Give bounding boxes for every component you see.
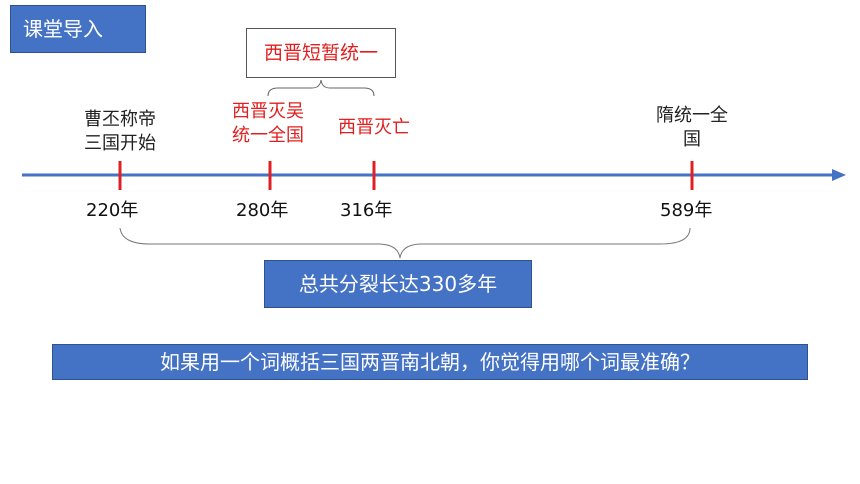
year-280: 280年	[236, 200, 289, 221]
event-589-line2: 国	[683, 129, 701, 150]
discussion-question: 如果用一个词概括三国两晋南北朝，你觉得用哪个词最准确？	[52, 344, 808, 380]
event-280-line1: 西晋灭吴	[232, 101, 304, 122]
division-duration-box: 总共分裂长达330多年	[264, 260, 532, 308]
year-316: 316年	[340, 200, 393, 221]
timeline-arrowhead	[832, 169, 846, 181]
event-316-line1: 西晋灭亡	[338, 117, 410, 138]
year-589: 589年	[660, 200, 713, 221]
event-280-line2: 统一全国	[232, 125, 304, 146]
bottom-brace	[119, 227, 691, 259]
event-316: 西晋灭亡	[324, 116, 424, 140]
unification-label: 西晋短暂统一	[246, 28, 396, 78]
event-220-line1: 曹丕称帝	[84, 109, 156, 130]
event-220-line2: 三国开始	[84, 133, 156, 154]
event-589-line1: 隋统一全	[656, 105, 728, 126]
section-title: 课堂导入	[10, 5, 146, 53]
event-280: 西晋灭吴 统一全国	[218, 100, 318, 148]
event-589: 隋统一全 国	[640, 104, 744, 152]
year-220: 220年	[86, 200, 139, 221]
event-220: 曹丕称帝 三国开始	[70, 108, 170, 156]
top-bracket	[267, 79, 375, 97]
